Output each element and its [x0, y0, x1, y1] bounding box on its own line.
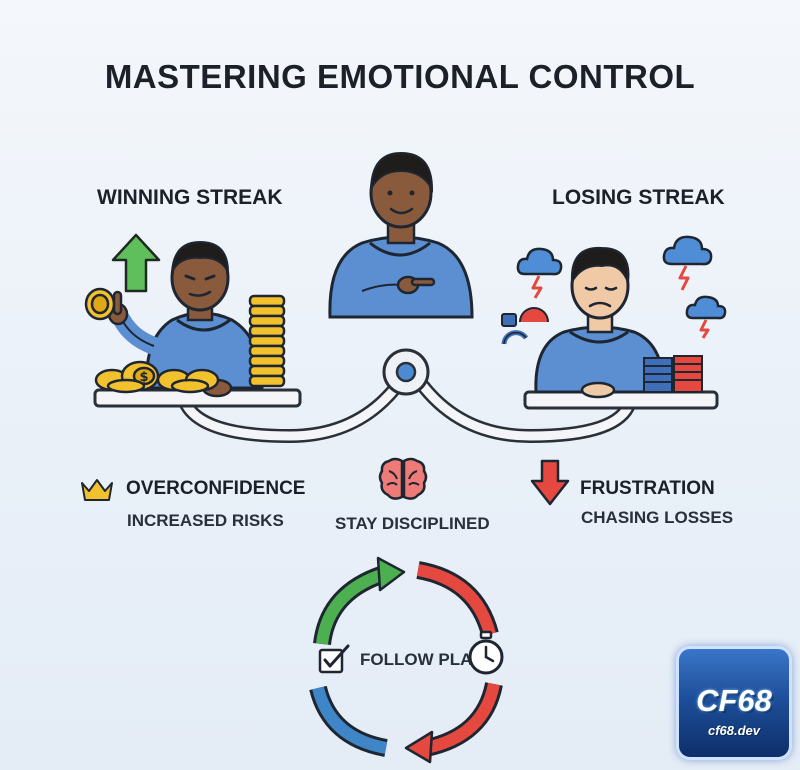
- checkbox-icon: [318, 644, 350, 674]
- arrow-down-icon: [530, 459, 570, 506]
- badge-logo: CF68: [696, 683, 772, 718]
- scattered-chips-icon: [501, 307, 549, 345]
- losing-streak-heading: LOSING STREAK: [552, 186, 725, 209]
- follow-plan-label: FOLLOW PLAN: [360, 650, 485, 669]
- disciplined-person-figure: [328, 151, 474, 319]
- storm-cloud-icon: [662, 235, 713, 291]
- crown-icon: [81, 479, 113, 501]
- arrow-up-icon: [111, 233, 161, 293]
- cycle-arrows: [309, 556, 503, 764]
- badge-url: cf68.dev: [707, 723, 761, 738]
- storm-cloud-icon: [685, 295, 727, 339]
- cf68-badge[interactable]: CF68 cf68.dev: [676, 646, 792, 760]
- page-title: MASTERING EMOTIONAL CONTROL: [104, 58, 696, 95]
- winning-streak-heading: WINNING STREAK: [97, 186, 283, 209]
- brain-icon: [378, 457, 428, 500]
- winning-person-figure: [107, 240, 264, 398]
- overconfidence-label: OVERCONFIDENCE: [126, 478, 306, 499]
- stopwatch-icon: [468, 630, 504, 675]
- increased-risks-label: INCREASED RISKS: [127, 511, 284, 530]
- svg-text:$: $: [139, 370, 148, 385]
- chasing-losses-label: CHASING LOSSES: [581, 508, 734, 527]
- frustration-label: FRUSTRATION: [580, 478, 715, 499]
- storm-cloud-icon: [516, 247, 563, 299]
- losing-person-figure: [534, 246, 703, 399]
- stay-disciplined-label: STAY DISCIPLINED: [335, 514, 490, 533]
- gold-coins-pile: $: [84, 287, 286, 394]
